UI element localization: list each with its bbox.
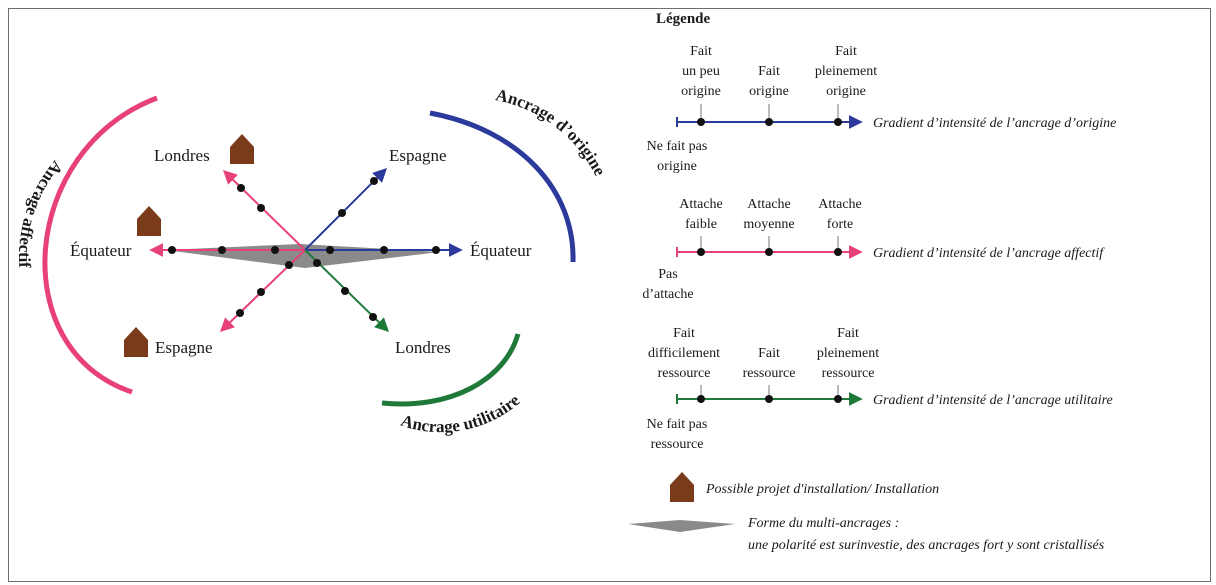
intensity-dots <box>168 177 440 321</box>
legend-house-icon <box>670 472 694 502</box>
legend-shape <box>628 520 735 532</box>
place-label-londres-bottom: Londres <box>395 338 451 357</box>
place-label-londres-top: Londres <box>154 146 210 165</box>
legend-house-caption: Possible projet d'installation/ Installa… <box>705 482 939 497</box>
house-icon <box>230 134 254 164</box>
affective-arc-label: Ancrage affectif <box>15 157 67 268</box>
legend-origin-caption: Gradient d’intensité de l’ancrage d’orig… <box>873 116 1116 131</box>
legend-shape-caption: Forme du multi-ancrages :une polarité es… <box>747 516 1105 553</box>
place-label-espagne-bottom: Espagne <box>155 338 213 357</box>
origin-arc <box>429 110 576 263</box>
figure-frame <box>8 8 1211 582</box>
origin-arc-label: Ancrage d’origine <box>494 85 610 179</box>
place-label-equateur-left: Équateur <box>70 241 132 260</box>
affective-arc <box>42 95 158 395</box>
place-label-equateur-right: Équateur <box>470 241 532 260</box>
place-label-espagne-top: Espagne <box>389 146 447 165</box>
legend-util-caption: Gradient d’intensité de l’ancrage utilit… <box>873 393 1113 408</box>
legend-title: Légende <box>656 11 711 27</box>
utilitarian-arc <box>381 333 521 407</box>
link-affect-londres <box>222 170 306 251</box>
utilitarian-arc-label: Ancrage utilitaire <box>399 390 524 436</box>
legend-affect-caption: Gradient d’intensité de l’ancrage affect… <box>873 246 1105 261</box>
house-icon <box>137 206 161 236</box>
house-icon <box>124 327 148 357</box>
